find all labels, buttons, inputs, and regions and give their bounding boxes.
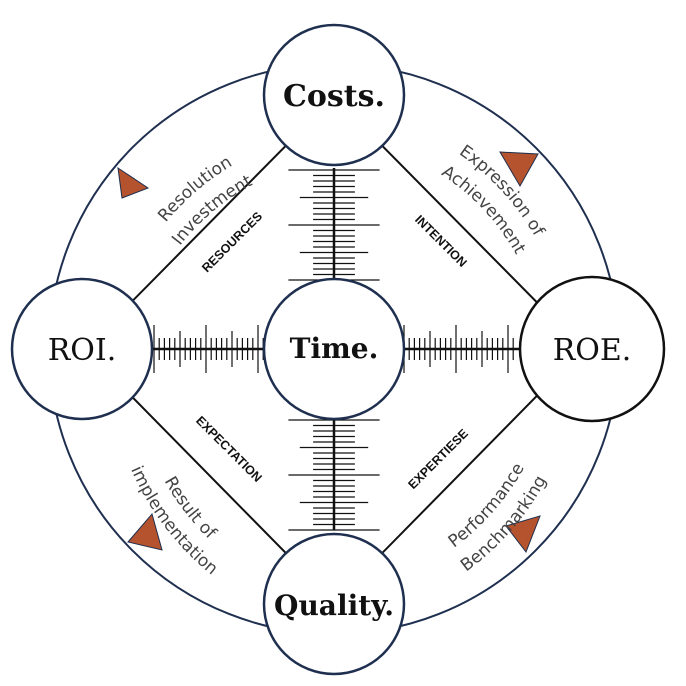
arrow-marker-top-right xyxy=(499,151,539,188)
edge-label-expertiese: EXPERTIESE xyxy=(405,426,470,491)
arrow-marker-top-left xyxy=(117,166,150,199)
arrow-marker-bottom-left xyxy=(127,512,163,551)
node-circle-costs xyxy=(262,23,406,167)
node-label-roe: ROE. xyxy=(553,333,632,368)
node-label-roi: ROI. xyxy=(48,333,117,368)
node-circle-time xyxy=(262,277,406,421)
node-circle-quality xyxy=(262,532,406,676)
edge-label-intention: INTENTION xyxy=(412,212,470,270)
node-circle-roi xyxy=(10,277,154,421)
node-label-quality: Quality. xyxy=(274,589,394,622)
edge-label-expectation: EXPECTATION xyxy=(193,413,264,484)
node-circle-roe xyxy=(518,275,666,423)
node-label-costs: Costs. xyxy=(283,79,385,114)
arrow-marker-bottom-right xyxy=(505,515,541,554)
time-rulers xyxy=(152,168,520,531)
node-label-time: Time. xyxy=(290,332,379,365)
